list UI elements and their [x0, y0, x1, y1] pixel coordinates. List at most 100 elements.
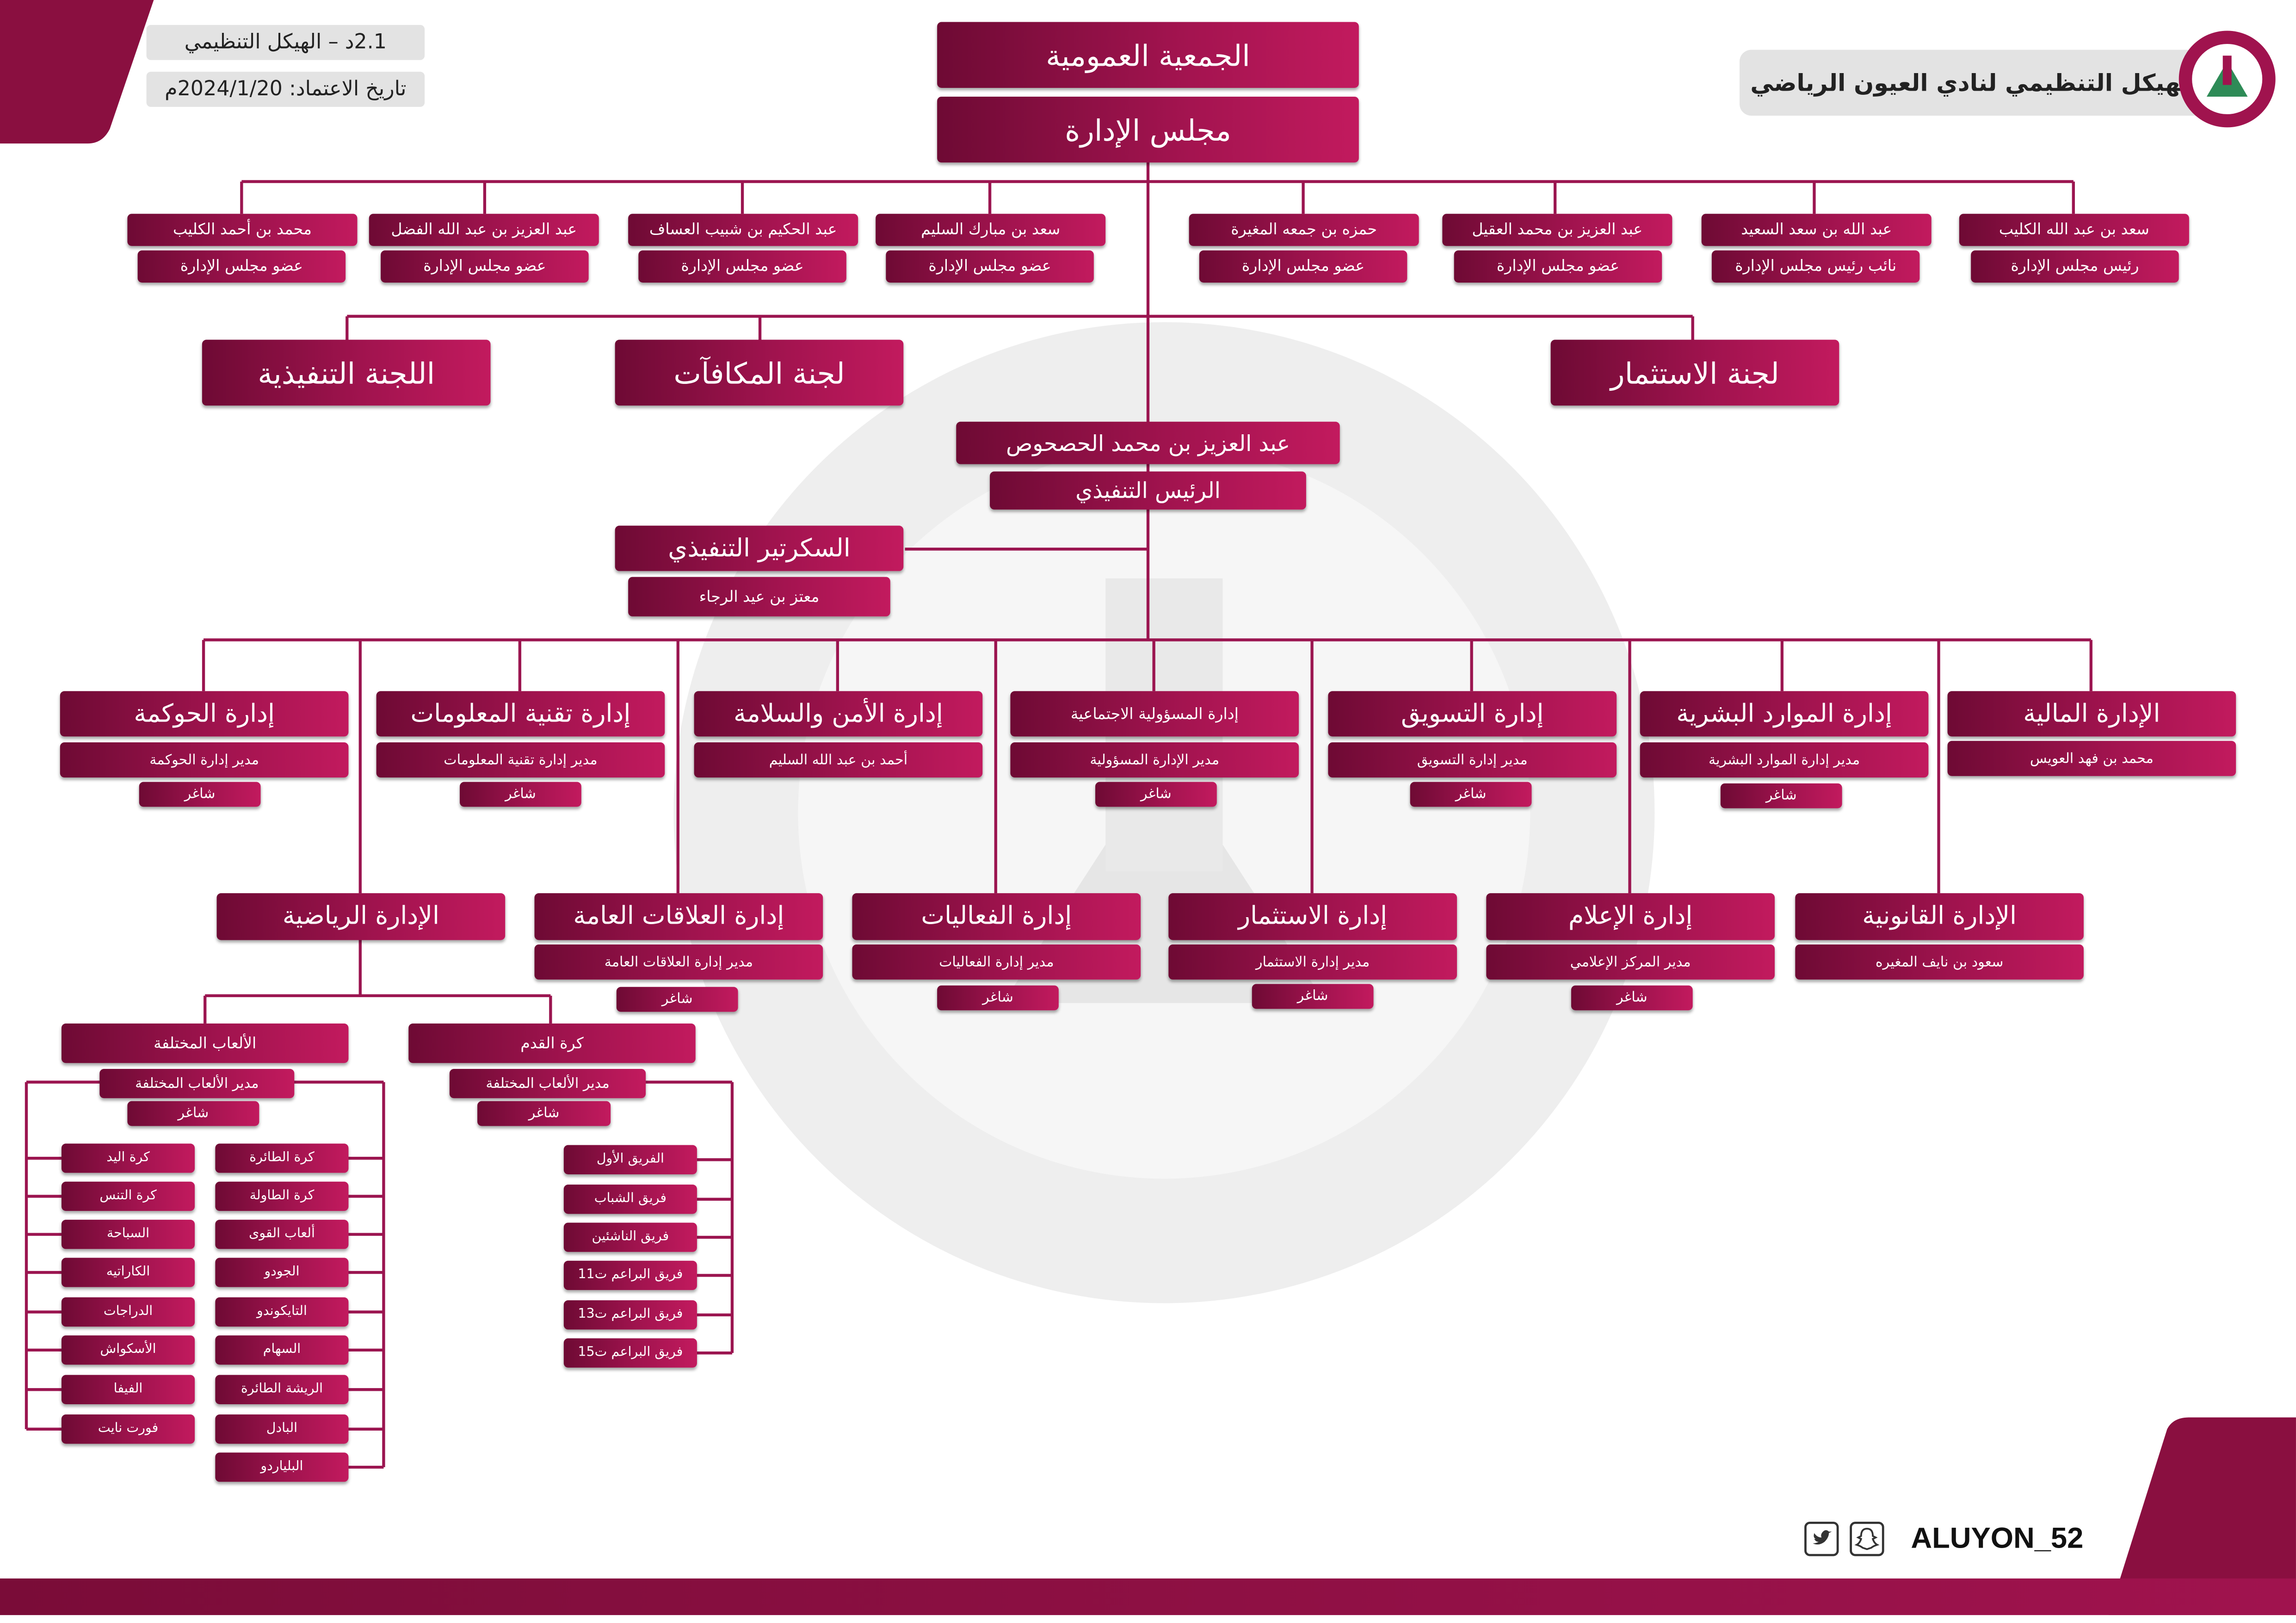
board-member-role: عضو مجلس الإدارة	[381, 250, 589, 283]
vacant-badge: شاغر	[937, 985, 1059, 1011]
department-manager: مدير إدارة الفعاليات	[852, 944, 1141, 980]
board-member-name: حمزه بن جمعه المغيرة	[1189, 214, 1419, 246]
board-member-role: عضو مجلس الإدارة	[1454, 250, 1662, 283]
department-box: إدارة الحوكمة	[60, 691, 349, 737]
game-item: التايكوندو	[215, 1297, 349, 1327]
other-games-manager: مدير الألعاب المختلفة	[99, 1069, 295, 1098]
team-item: فريق البراعم ت13	[563, 1300, 697, 1330]
department-manager: محمد بن فهد العويس	[1947, 741, 2236, 776]
department-manager: سعود بن نايف المغيره	[1795, 944, 2084, 980]
board-member-name: محمد بن أحمد الكليب	[127, 214, 358, 246]
game-item: فورت نايت	[61, 1414, 195, 1444]
twitter-icon[interactable]	[1804, 1521, 1839, 1556]
team-item: فريق الشباب	[563, 1185, 697, 1214]
board-member-name: عبد الحكيم بن شبيب العساف	[628, 214, 858, 246]
board-member-role: عضو مجلس الإدارة	[137, 250, 346, 283]
secretary-title: السكرتير التنفيذي	[615, 525, 904, 571]
department-box: الإدارة المالية	[1947, 691, 2236, 737]
department-box: إدارة التسويق	[1328, 691, 1617, 737]
department-manager: مدير إدارة الحوكمة	[60, 742, 349, 778]
game-item: كرة اليد	[61, 1143, 195, 1173]
sports-department-box: الإدارة الرياضية	[216, 893, 506, 940]
game-item: كرة الطاولة	[215, 1181, 349, 1211]
board-member-name: عبد العزيز بن عبد الله الفضل	[369, 214, 599, 246]
vacant-badge: شاغر	[127, 1101, 259, 1126]
vacant-badge: شاغر	[1410, 782, 1532, 807]
department-manager: مدير إدارة الاستثمار	[1168, 944, 1457, 980]
department-box: إدارة الأمن والسلامة	[694, 691, 983, 737]
page-title: الهيكل التنظيمي لنادي العيون الرياضي	[1739, 49, 2209, 116]
ceo-name: عبد العزيز بن محمد الحصحوص	[956, 421, 1340, 464]
game-item: البادل	[215, 1414, 349, 1444]
social-handle: ALUYON_52	[1911, 1523, 2084, 1555]
department-box: إدارة الموارد البشرية	[1640, 691, 1929, 737]
other-games-box: الألعاب المختلفة	[61, 1023, 349, 1063]
approval-date: تاريخ الاعتماد: 2024/1/20م	[146, 72, 425, 107]
department-box: إدارة الاستثمار	[1168, 893, 1457, 940]
football-manager: مدير الألعاب المختلفة	[449, 1069, 646, 1098]
snapchat-icon[interactable]	[1849, 1521, 1884, 1556]
department-manager: مدير إدارة التسويق	[1328, 742, 1617, 778]
rewards-committee-box: لجنة المكافآت	[615, 339, 904, 406]
department-manager: مدير إدارة الموارد البشرية	[1640, 742, 1929, 778]
board-member-name: سعد بن مبارك السليم	[876, 214, 1106, 246]
department-box: إدارة الفعاليات	[852, 893, 1141, 940]
department-manager: مدير المركز الإعلامي	[1486, 944, 1775, 980]
team-item: فريق البراعم ت11	[563, 1260, 697, 1290]
board-box: مجلس الإدارة	[937, 96, 1359, 163]
football-box: كرة القدم	[408, 1023, 696, 1063]
board-member-role: رئيس مجلس الإدارة	[1971, 250, 2179, 283]
department-box: إدارة العلاقات العامة	[534, 893, 823, 940]
footer-bar	[0, 1578, 2296, 1615]
vacant-badge: شاغر	[1720, 783, 1842, 808]
team-item: فريق الناشئين	[563, 1222, 697, 1252]
game-item: كرة التنس	[61, 1181, 195, 1211]
corner-decoration-bottom-right	[2108, 1417, 2296, 1615]
game-item: السباحة	[61, 1220, 195, 1249]
board-member-role: عضو مجلس الإدارة	[886, 250, 1094, 283]
ceo-title: الرئيس التنفيذي	[990, 471, 1306, 510]
game-item: الدراجات	[61, 1297, 195, 1327]
game-item: الجودو	[215, 1258, 349, 1287]
game-item: البلياردو	[215, 1452, 349, 1482]
team-item: الفريق الأول	[563, 1145, 697, 1174]
corner-decoration-top-left	[0, 0, 154, 144]
game-item: ألعاب القوى	[215, 1220, 349, 1249]
vacant-badge: شاغر	[460, 782, 581, 807]
board-member-name: عبد العزيز بن محمد العقيل	[1442, 214, 1673, 246]
vacant-badge: شاغر	[1095, 782, 1217, 807]
board-member-name: عبد الله بن سعد السعيد	[1701, 214, 1932, 246]
club-logo	[2179, 31, 2276, 128]
board-member-role: نائب رئيس مجلس الإدارة	[1711, 250, 1920, 283]
team-item: فريق البراعم ت15	[563, 1338, 697, 1368]
secretary-name: معتز بن عيد الرجاء	[628, 577, 890, 617]
game-item: الفيفا	[61, 1375, 195, 1405]
vacant-badge: شاغر	[1571, 985, 1693, 1011]
board-member-role: عضو مجلس الإدارة	[1199, 250, 1407, 283]
vacant-badge: شاغر	[1252, 984, 1374, 1009]
vacant-badge: شاغر	[139, 782, 261, 807]
doc-ref: 2.1د – الهيكل التنظيمي	[146, 25, 425, 60]
vacant-badge: شاغر	[616, 987, 738, 1012]
vacant-badge: شاغر	[477, 1101, 611, 1126]
department-box: إدارة تقنية المعلومات	[376, 691, 665, 737]
game-item: الأسكواش	[61, 1335, 195, 1365]
department-manager: مدير الإدارة المسؤولية	[1010, 742, 1299, 778]
game-item: الكاراتيه	[61, 1258, 195, 1287]
game-item: الريشة الطائرة	[215, 1375, 349, 1405]
department-box: إدارة المسؤولية الاجتماعية	[1010, 691, 1299, 737]
department-manager: أحمد بن عبد الله السليم	[694, 742, 983, 778]
game-item: كرة الطائرة	[215, 1143, 349, 1173]
department-box: إدارة الإعلام	[1486, 893, 1775, 940]
department-box: الإدارة القانونية	[1795, 893, 2084, 940]
board-member-role: عضو مجلس الإدارة	[638, 250, 846, 283]
executive-committee-box: اللجنة التنفيذية	[202, 339, 491, 406]
department-manager: مدير إدارة العلاقات العامة	[534, 944, 823, 980]
department-manager: مدير إدارة تقنية المعلومات	[376, 742, 665, 778]
investment-committee-box: لجنة الاستثمار	[1550, 339, 1839, 406]
board-member-name: سعد بن عبد الله الكليب	[1959, 214, 2189, 246]
general-assembly-box: الجمعية العمومية	[937, 22, 1359, 88]
game-item: السهام	[215, 1335, 349, 1365]
